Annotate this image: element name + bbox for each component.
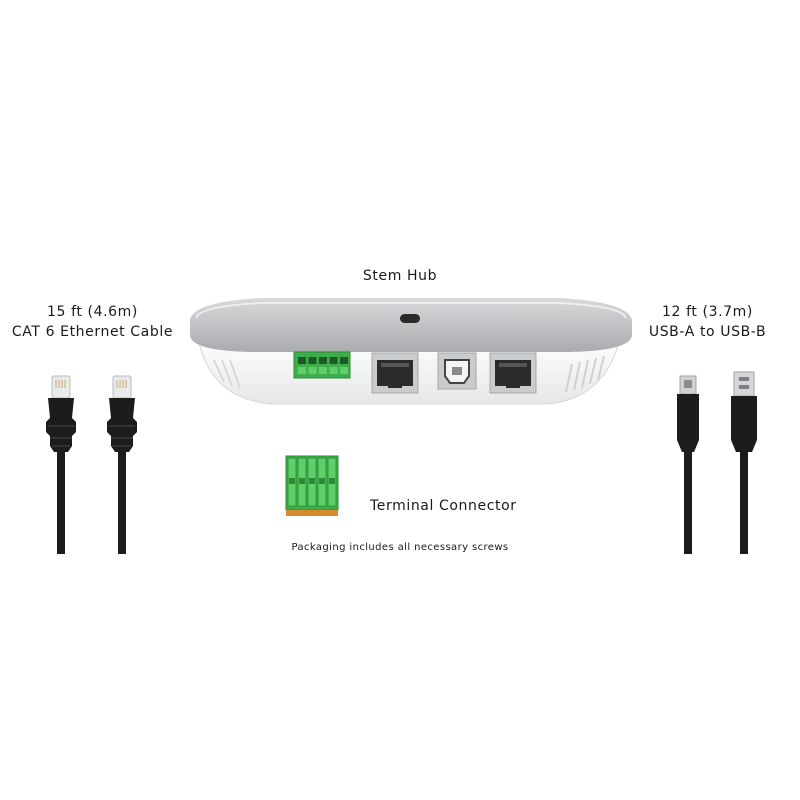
hub-terminal-port [293, 351, 351, 379]
packaging-note: Packaging includes all necessary screws [291, 542, 509, 553]
hub-label: Stem Hub [362, 268, 438, 284]
cat6-name: CAT 6 Ethernet Cable [11, 324, 174, 340]
usb-name: USB-A to USB-B [648, 324, 767, 340]
usb-a-cable [731, 371, 757, 554]
ethernet-cable-1 [46, 375, 76, 554]
security-slot [400, 314, 420, 323]
terminal-label: Terminal Connector [370, 498, 517, 514]
usb-b-cable [677, 375, 699, 554]
ethernet-port-2 [489, 352, 537, 394]
vent-right [565, 355, 605, 393]
ethernet-cable-2 [107, 375, 137, 554]
usb-length: 12 ft (3.7m) [662, 304, 753, 320]
usb-cable-label: 12 ft (3.7m) USB-A to USB-B [615, 302, 800, 342]
cat6-cable-label: 15 ft (4.6m) CAT 6 Ethernet Cable [0, 302, 185, 342]
vent-left [213, 359, 241, 389]
terminal-connector [285, 455, 339, 516]
cat6-length: 15 ft (4.6m) [47, 304, 138, 320]
usb-b-port [437, 352, 477, 390]
stem-hub [190, 298, 632, 405]
ethernet-port-1 [371, 352, 419, 394]
